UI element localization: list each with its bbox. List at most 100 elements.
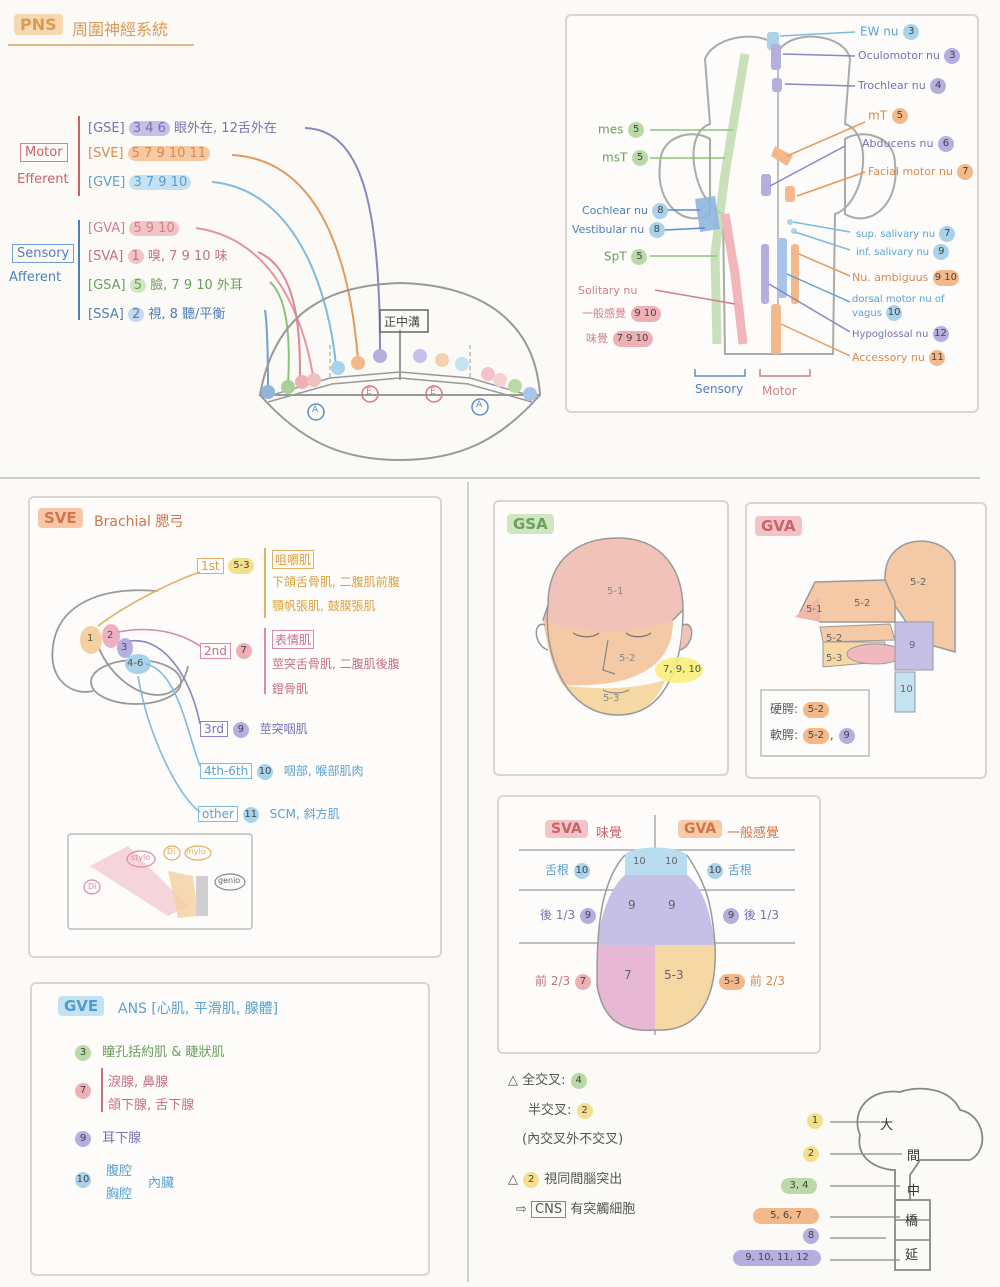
gva-label-10: 10 — [900, 684, 913, 695]
dorsal-motor-vagus-label: dorsal motor nu of vagus 10 — [852, 294, 945, 321]
mes-label: mes 5 — [598, 122, 645, 138]
gve-item-7-text-1: 淚腺, 鼻腺 — [108, 1075, 169, 1090]
cochlear-label: Cochlear nu 8 — [582, 203, 669, 219]
oculomotor-label: Oculomotor nu 3 — [858, 48, 961, 64]
tongue-region-9-left: 9 — [628, 898, 636, 912]
row-gve: [GVE] 3 7 9 10 — [88, 175, 192, 190]
tongue-region-5-3: 5-3 — [664, 968, 684, 982]
sensory-bracket — [78, 220, 80, 320]
inset-stylo: stylo — [131, 853, 151, 862]
row-gva: [GVA] 5 9 10 — [88, 221, 179, 236]
abducens-label: Abducens nu 6 — [862, 136, 955, 152]
gve-panel — [30, 982, 430, 1276]
mt-label: mT 5 — [868, 108, 909, 124]
gve-tag: GVE — [58, 996, 105, 1016]
region-e-left: E — [366, 387, 372, 397]
arch-1-line-2: 下頜舌骨肌, 二腹肌前腹 — [272, 575, 400, 589]
tongue-row-2-left: 後 1/3 9 — [540, 906, 597, 924]
region-a-right: A — [476, 400, 483, 410]
inset-di: Di — [167, 847, 176, 856]
inf-salivary-label: inf. salivary nu 9 — [856, 244, 950, 260]
gva-label-5-3: 5-3 — [826, 653, 843, 664]
brainstem-diagram — [650, 31, 897, 377]
gsa-ear-label: 7, 9, 10 — [663, 664, 702, 675]
row-gse: [GSE] 3 4 6 眼外在, 12舌外在 — [88, 121, 277, 136]
gva-label-9: 9 — [909, 640, 916, 651]
arch-num-3: 3 — [121, 642, 128, 653]
arch-1-line-1: 咀嚼肌 — [272, 550, 315, 569]
arch-1-line-3: 顎帆張肌, 鼓膜張肌 — [272, 599, 376, 613]
gve-item-10-text-3: 內臟 — [148, 1176, 175, 1191]
arch-2-line-3: 鐙骨肌 — [272, 682, 309, 696]
level-num-8: 8 — [802, 1228, 820, 1244]
half-crossing: 半交叉: 2 — [528, 1099, 594, 1119]
face-diagram — [535, 537, 703, 716]
arch-2-bracket — [264, 628, 266, 694]
vertical-divider — [467, 482, 469, 1282]
arch-2-line-1: 表情肌 — [272, 630, 315, 649]
gve-item-10-text-2: 胸腔 — [106, 1187, 133, 1202]
arch-2-line-2: 莖突舌骨肌, 二腹肌後腹 — [272, 657, 400, 671]
gva-label-5-2-a: 5-2 — [854, 598, 871, 609]
gva-tag: GVA — [755, 516, 802, 536]
sva-tag: SVA — [545, 820, 588, 838]
tongue-row-3-left: 前 2/3 7 — [535, 972, 592, 990]
efferent-label: Efferent — [17, 172, 69, 187]
gva-label-5-2-c: 5-2 — [910, 577, 927, 588]
full-crossing: △ 全交叉: 4 — [508, 1069, 588, 1089]
tongue-row-3-right: 5-3 前 2/3 — [718, 972, 785, 990]
tongue-row-1-right: 10 舌根 — [707, 862, 752, 879]
gva-tongue-text: 一般感覺 — [727, 826, 780, 841]
solitary-general: 一般感覺 9 10 — [582, 305, 662, 322]
arches-diagram — [51, 571, 253, 930]
motor-label: Motor — [20, 143, 68, 162]
cns-note: ⇨ CNS 有突觸細胞 — [516, 1201, 636, 1218]
row-gsa: [GSA] 5 臉, 7 9 10 外耳 — [88, 278, 243, 293]
row-sva: [SVA] 1 嗅, 7 9 10 味 — [88, 249, 228, 264]
level-midbrain: 中 — [907, 1184, 921, 1199]
gsa-label-5-3: 5-3 — [603, 693, 620, 704]
gva-label-5-1: 5-1 — [806, 604, 823, 615]
arch-1-label: 1st 5-3 — [197, 557, 255, 574]
row-sve: [SVE] 5 7 9 10 11 — [88, 146, 211, 161]
vestibular-label: Vestibular nu 8 — [572, 222, 666, 238]
tongue-region-10-left: 10 — [633, 856, 646, 867]
crossing-note: (內交叉外不交叉) — [522, 1132, 624, 1147]
motor-bracket — [78, 116, 80, 196]
ew-nu-label: EW nu 3 — [860, 24, 920, 40]
gve-item-3: 3 瞳孔括約肌 & 睫狀肌 — [74, 1041, 225, 1061]
sve-tag: SVE — [38, 508, 83, 528]
inset-di-2: Di — [88, 882, 97, 891]
header-tag: PNS — [14, 14, 63, 35]
arch-2-label: 2nd 7 — [200, 642, 253, 659]
inset-genio: genio — [218, 876, 241, 885]
gve-title: ANS [心肌, 平滑肌, 腺體] — [118, 1001, 279, 1017]
horizontal-divider — [0, 477, 980, 479]
arch-3-label: 3rd 9 莖突咽肌 — [200, 720, 308, 738]
afferent-label: Afferent — [9, 270, 62, 285]
level-num-9-12: 9, 10, 11, 12 — [732, 1250, 822, 1266]
tongue-region-10-right: 10 — [665, 856, 678, 867]
gsa-label-5-1: 5-1 — [607, 586, 624, 597]
nu-ambiguus-label: Nu. ambiguus 9 10 — [852, 270, 959, 286]
arch-num-2: 2 — [107, 630, 114, 641]
level-num-5-6-7: 5, 6, 7 — [752, 1208, 820, 1224]
mst-label: msT 5 — [602, 150, 649, 166]
optic-root: △ 2 視同間腦突出 — [508, 1171, 623, 1188]
gve-item-10: 10 — [74, 1172, 92, 1188]
soft-palate: 軟腭: 5-2, 9 — [770, 726, 856, 744]
gsa-tag: GSA — [507, 514, 554, 534]
gve-item-7-text-2: 頜下腺, 舌下腺 — [108, 1098, 195, 1113]
tongue-diagram — [519, 815, 795, 1035]
sensory-label: Sensory — [12, 244, 75, 263]
tongue-region-7: 7 — [624, 968, 632, 982]
brainstem-sensory: Sensory — [695, 382, 744, 396]
arch-other-label: other 11 SCM, 斜方肌 — [198, 805, 340, 823]
arch-1-bracket — [264, 548, 266, 618]
hard-palate: 硬腭: 5-2 — [770, 700, 830, 718]
region-e-right: E — [430, 387, 436, 397]
arch-num-4-6: 4-6 — [127, 658, 144, 669]
gsa-label-5-2: 5-2 — [619, 653, 636, 664]
level-pons: 橋 — [905, 1214, 919, 1229]
inset-mylo: mylo — [186, 847, 206, 856]
